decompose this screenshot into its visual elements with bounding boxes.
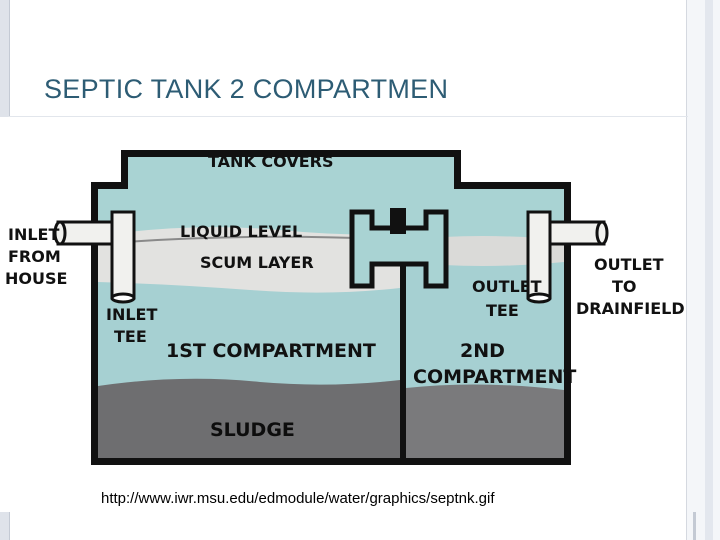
first-sludge-layer: [98, 378, 400, 458]
scum-layer-label: SCUM LAYER: [200, 253, 314, 272]
transfer-fitting-cap: [390, 208, 406, 234]
second-sludge-layer: [406, 384, 564, 458]
inlet-tee: [110, 210, 136, 300]
septic-tank-diagram: TANK COVERS LIQUID LEVEL SCUM LAYER INLE…: [5, 150, 685, 465]
transfer-fitting: [349, 209, 449, 289]
compartment-divider: [400, 236, 406, 458]
inlet-from-house-label: INLET FROM HOUSE: [5, 225, 67, 288]
outlet-to-drainfield-label: OUTLET TO DRAINFIELD: [576, 255, 685, 318]
tank-covers-label: TANK COVERS: [208, 152, 333, 171]
inlet-tee-label: INLET TEE: [106, 305, 163, 346]
second-compartment-label: 2ND COMPARTMENT: [413, 340, 576, 388]
slide-title: SEPTIC TANK 2 COMPARTMEN: [44, 74, 449, 104]
scum-layer: [98, 227, 400, 293]
first-compartment-label: 1ST COMPARTMENT: [166, 340, 376, 362]
outlet-tee-opening: [526, 292, 552, 304]
sludge-label: SLUDGE: [210, 419, 295, 441]
inlet-tee-opening: [110, 292, 136, 304]
outlet-pipe-end: [595, 220, 609, 246]
left-accent-bar-bottom: [0, 512, 10, 540]
left-accent-bar-top: [0, 0, 10, 117]
outlet-tee-label: OUTLET TEE: [472, 277, 547, 320]
liquid-level-label: LIQUID LEVEL: [180, 222, 302, 241]
right-accent-bar: [686, 0, 720, 540]
source-url: http://www.iwr.msu.edu/edmodule/water/gr…: [101, 490, 495, 507]
inlet-pipe-end: [53, 220, 67, 246]
title-divider: [8, 116, 688, 117]
